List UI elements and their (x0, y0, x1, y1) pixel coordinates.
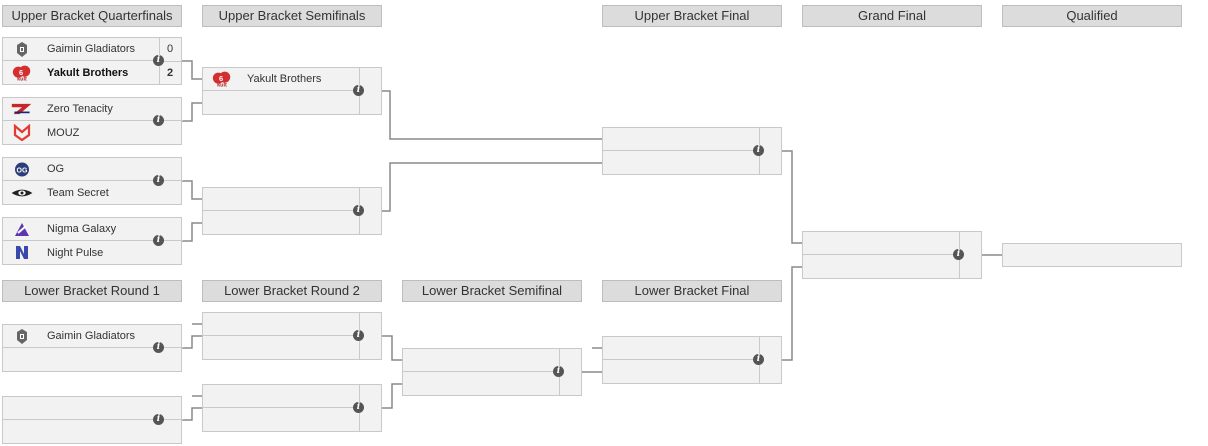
match-info-icon[interactable]: i (153, 175, 164, 186)
match-slot-team1[interactable]: Zero Tenacity (3, 98, 183, 121)
header-qualified: Qualified (1002, 5, 1182, 27)
header-lower-bracket-round-2: Lower Bracket Round 2 (202, 280, 382, 302)
match-slot-team1[interactable] (803, 232, 961, 255)
team-secret-logo-icon (11, 184, 33, 202)
mouz-logo-icon (11, 124, 33, 142)
team-name: MOUZ (47, 126, 80, 139)
match-slot-team2[interactable] (603, 151, 761, 174)
match-slot-team2[interactable] (603, 360, 761, 383)
svg-text:OG: OG (17, 167, 28, 174)
ub-sf-match-2[interactable] (202, 187, 382, 235)
lb-sf-match[interactable] (402, 348, 582, 396)
team-name: Gaimin Gladiators (47, 43, 136, 55)
match-slot-team2[interactable] (403, 372, 561, 395)
team-name: Night Pulse (47, 246, 104, 259)
header-lower-bracket-round-1: Lower Bracket Round 1 (2, 280, 182, 302)
match-info-icon[interactable]: i (753, 354, 764, 365)
match-slot-team1[interactable]: Nigma Galaxy (3, 218, 183, 241)
lb-r1-match-2[interactable] (2, 396, 183, 444)
score-team1: 0 (166, 43, 174, 55)
nigma-galaxy-logo-icon (11, 220, 33, 238)
ub-qf-match-4[interactable]: Nigma Galaxy Night Pulse (2, 217, 183, 265)
header-grand-final: Grand Final (802, 5, 982, 27)
match-slot-team1[interactable]: Gaimin Gladiators (3, 325, 183, 348)
header-upper-bracket-semifinals: Upper Bracket Semifinals (202, 5, 382, 27)
header-lower-bracket-semifinal: Lower Bracket Semifinal (402, 280, 582, 302)
match-info-icon[interactable]: i (153, 414, 164, 425)
svg-text:kult: kult (217, 82, 227, 88)
match-slot-team2[interactable]: MOUZ (3, 121, 183, 144)
match-info-icon[interactable]: i (353, 205, 364, 216)
match-slot-team1[interactable] (3, 397, 183, 420)
match-slot-team1[interactable] (203, 385, 361, 408)
gaimin-gladiators-logo-icon (11, 327, 33, 345)
match-slot-team1[interactable]: Gaimin Gladiators (3, 38, 161, 61)
match-slot-team2[interactable]: Night Pulse (3, 241, 183, 264)
match-info-icon[interactable]: i (953, 249, 964, 260)
zero-tenacity-logo-icon (11, 100, 33, 118)
match-slot-team1[interactable] (603, 128, 761, 151)
match-slot-team1[interactable] (203, 313, 361, 336)
lb-final-match[interactable] (602, 336, 782, 384)
lb-r1-match-1[interactable]: Gaimin Gladiators (2, 324, 183, 372)
header-upper-bracket-final: Upper Bracket Final (602, 5, 782, 27)
match-info-icon[interactable]: i (153, 235, 164, 246)
ub-qf-match-3[interactable]: OG OG Team Secret (2, 157, 183, 205)
night-pulse-logo-icon (11, 244, 33, 262)
svg-text:6: 6 (19, 67, 23, 76)
header-upper-bracket-quarterfinals: Upper Bracket Quarterfinals (2, 5, 182, 27)
match-info-icon[interactable]: i (153, 115, 164, 126)
match-slot-team1[interactable] (203, 188, 361, 211)
match-slot-team2[interactable] (803, 255, 961, 278)
team-name: Zero Tenacity (47, 103, 113, 115)
team-name: Nigma Galaxy (47, 223, 117, 235)
match-info-icon[interactable]: i (553, 366, 564, 377)
team-name: Gaimin Gladiators (47, 330, 136, 342)
gaimin-gladiators-logo-icon (11, 40, 33, 58)
grand-final-match[interactable] (802, 231, 982, 279)
team-name: Team Secret (47, 186, 109, 199)
og-logo-icon: OG (11, 160, 33, 178)
score-team2: 2 (159, 61, 181, 84)
match-slot-team2[interactable]: Team Secret (3, 181, 183, 204)
match-info-icon[interactable]: i (353, 330, 364, 341)
match-slot-team1[interactable] (403, 349, 561, 372)
match-slot-team2[interactable] (203, 408, 361, 431)
qualified-slot[interactable] (1002, 243, 1182, 267)
match-info-icon[interactable]: i (353, 402, 364, 413)
svg-text:kult: kult (17, 76, 27, 82)
svg-text:6: 6 (219, 74, 223, 83)
team-name: Yakult Brothers (47, 66, 129, 79)
match-info-icon[interactable]: i (153, 342, 164, 353)
ub-final-match[interactable] (602, 127, 782, 175)
header-lower-bracket-final: Lower Bracket Final (602, 280, 782, 302)
match-slot-team2[interactable] (203, 91, 361, 114)
team-name: Yakult Brothers (247, 73, 322, 85)
ub-qf-match-2[interactable]: Zero Tenacity MOUZ (2, 97, 183, 145)
match-slot-team2[interactable] (203, 211, 361, 234)
match-slot-team1[interactable]: OG OG (3, 158, 183, 181)
match-info-icon[interactable]: i (353, 85, 364, 96)
team-name: OG (47, 163, 65, 175)
match-info-icon[interactable]: i (753, 145, 764, 156)
match-info-icon[interactable]: i (153, 55, 164, 66)
match-slot-team2[interactable] (203, 336, 361, 359)
lb-r2-match-2[interactable] (202, 384, 382, 432)
match-slot-team1[interactable] (603, 337, 761, 360)
